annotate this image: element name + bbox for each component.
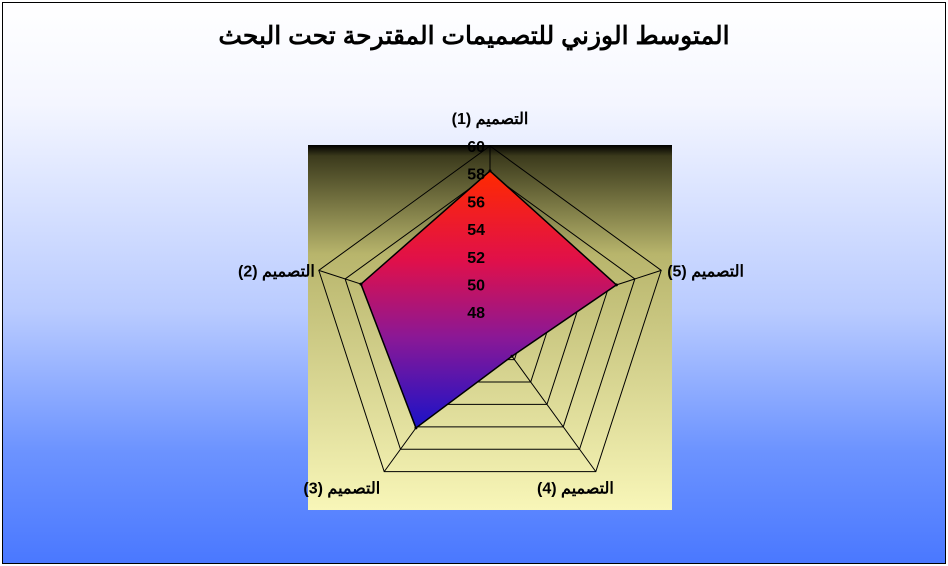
data-point — [614, 283, 618, 287]
axis-label: التصميم (1) — [452, 111, 529, 129]
chart-title: المتوسط الوزني للتصميمات المقترحة تحت ال… — [218, 22, 730, 50]
series-area — [360, 169, 618, 430]
axis-label: التصميم (5) — [667, 263, 744, 281]
grid-ring — [318, 145, 662, 473]
grid-ring — [344, 173, 636, 450]
tick-label: 52 — [467, 250, 485, 267]
tick-label: 58 — [467, 167, 485, 184]
data-point — [510, 354, 514, 358]
data-point — [359, 282, 363, 286]
tick-label: 48 — [467, 305, 485, 322]
tick-label: 54 — [467, 222, 485, 239]
axis-label: التصميم (3) — [303, 481, 380, 499]
tick-label: 56 — [467, 194, 485, 211]
axis-label: التصميم (2) — [238, 263, 315, 281]
axis-label: التصميم (4) — [537, 481, 614, 499]
tick-label: 50 — [467, 277, 485, 294]
data-point — [488, 169, 492, 173]
tick-label: 60 — [467, 139, 485, 156]
data-point — [414, 426, 418, 430]
